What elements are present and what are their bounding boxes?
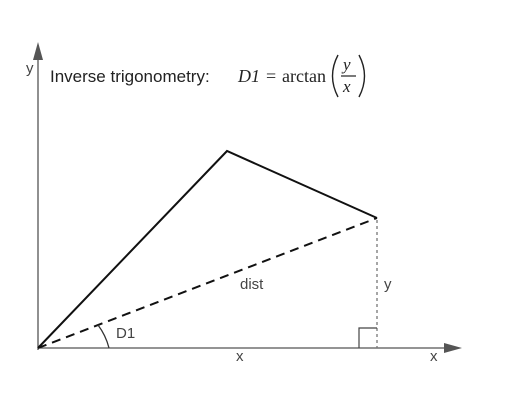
x-axis-arrowhead (444, 343, 462, 353)
formula-denominator: x (342, 77, 351, 96)
angle-label: D1 (116, 325, 135, 342)
horizontal-leg-label: x (236, 348, 244, 365)
formula-function: arctan (282, 66, 326, 86)
path-line (37, 149, 378, 349)
formula-right-paren (358, 54, 366, 98)
formula-lhs: D1 (237, 66, 260, 86)
formula-left-paren (331, 54, 339, 98)
right-angle-marker (358, 327, 377, 348)
x-axis-label: x (430, 348, 438, 365)
y-axis-label: y (26, 60, 34, 77)
distance-label: dist (240, 276, 264, 293)
vertical-leg-label: y (384, 276, 392, 293)
y-axis-arrowhead (33, 42, 43, 60)
formula-equals: = (266, 66, 276, 86)
formula-numerator: y (341, 55, 351, 74)
angle-arc (97, 324, 110, 349)
distance-line (37, 217, 378, 349)
title-prefix: Inverse trigonometry: (50, 67, 210, 86)
